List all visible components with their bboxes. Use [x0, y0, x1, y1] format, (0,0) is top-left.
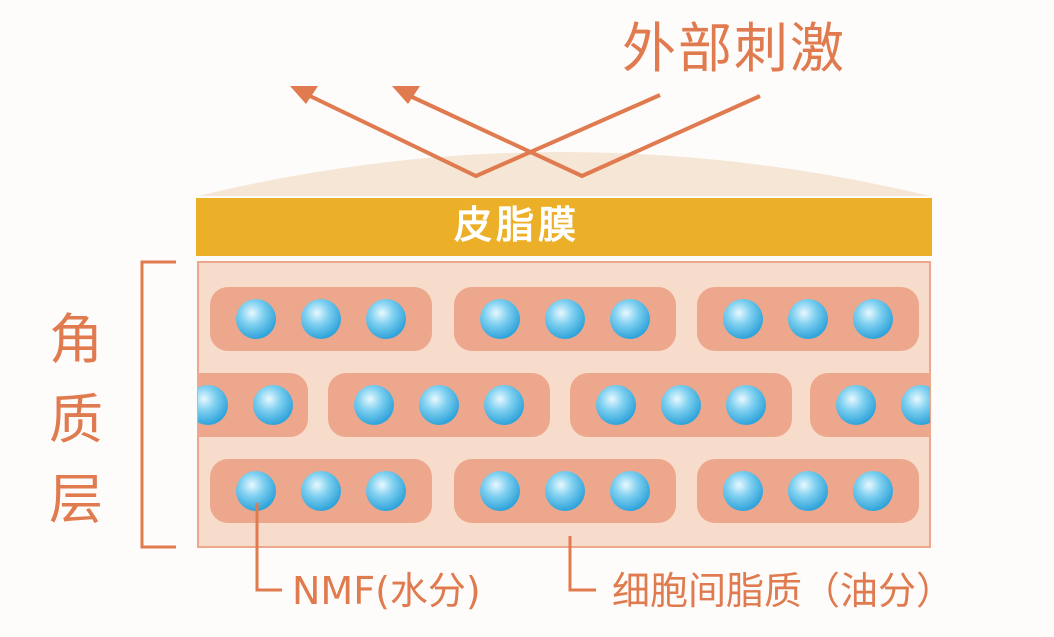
sebum-membrane-band [196, 198, 932, 256]
nmf-dot [661, 385, 701, 425]
nmf-dot [545, 471, 585, 511]
nmf-dot [901, 385, 930, 425]
skin-surface-cap [198, 152, 930, 196]
sebum-membrane-label: 皮脂膜 [453, 203, 580, 247]
nmf-dot [853, 299, 893, 339]
external-stimulus-label: 外部刺激 [622, 17, 846, 80]
arrow-line-2 [409, 94, 761, 179]
lipid-callout-line [568, 536, 596, 592]
stratum-bracket [140, 260, 176, 549]
nmf-dot [480, 299, 520, 339]
corneocyte-cells [198, 287, 1006, 523]
nmf-dot [853, 471, 893, 511]
nmf-dot [788, 299, 828, 339]
nmf-dot [610, 299, 650, 339]
nmf-dot [419, 385, 459, 425]
nmf-label: NMF(水分) [292, 569, 481, 613]
nmf-dot [836, 385, 876, 425]
arrowhead-2 [392, 86, 420, 104]
nmf-callout-line [255, 503, 282, 592]
nmf-dot [366, 471, 406, 511]
nmf-dot [596, 385, 636, 425]
nmf-dot [723, 471, 763, 511]
nmf-dot [236, 471, 276, 511]
nmf-dot [366, 299, 406, 339]
nmf-dot [354, 385, 394, 425]
stimulus-arrows [290, 86, 761, 179]
nmf-dot [966, 385, 1006, 425]
nmf-dot [788, 471, 828, 511]
stratum-corneum-label: 角质层 [49, 308, 103, 531]
nmf-dot [726, 385, 766, 425]
nmf-dot [301, 471, 341, 511]
nmf-dot [484, 385, 524, 425]
arrowhead-1 [290, 86, 318, 104]
arrow-line-1 [309, 93, 661, 179]
nmf-dot [301, 299, 341, 339]
nmf-dot [198, 385, 228, 425]
nmf-dot [480, 471, 520, 511]
sebum-membrane-label-wrap: 皮脂膜 [0, 206, 1054, 244]
nmf-dot [610, 471, 650, 511]
nmf-dot [253, 385, 293, 425]
nmf-dot [545, 299, 585, 339]
nmf-dot [236, 299, 276, 339]
intercellular-lipid-label: 细胞间脂质（油分） [612, 569, 955, 613]
nmf-dot [723, 299, 763, 339]
